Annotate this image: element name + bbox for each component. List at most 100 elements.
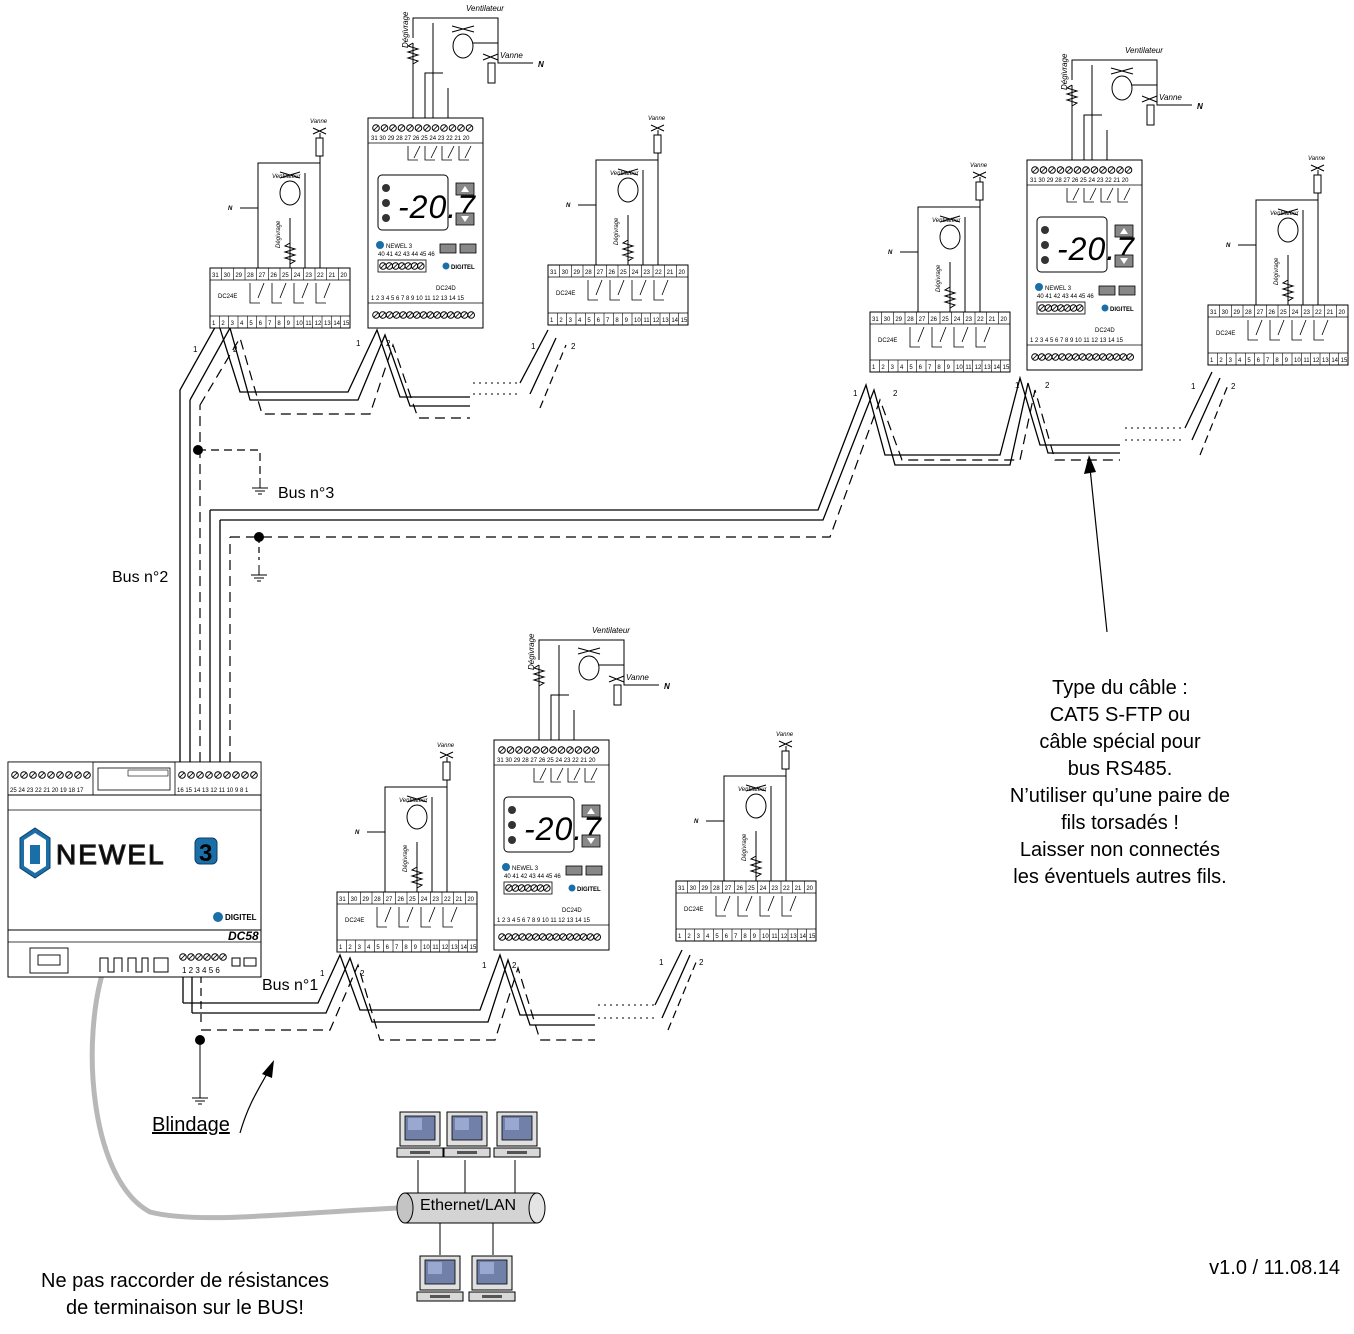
fan-label: Ventilateur	[592, 626, 630, 635]
terminal-label: 5	[1247, 358, 1251, 364]
terminal-label: 27	[725, 886, 732, 892]
computer-icon	[493, 1111, 541, 1158]
terminal-label: 29	[701, 886, 708, 892]
terminal-label: 30	[224, 273, 231, 279]
terminal-label: 27	[919, 317, 926, 323]
terminal-label: 3	[891, 365, 895, 371]
dc24d-mid-terminals: 40 41 42 43 44 45 46	[504, 874, 561, 880]
terminal-label: 5	[376, 945, 380, 951]
dc24d-model: DC24D	[562, 908, 582, 914]
terminal-label: 12	[1313, 358, 1320, 364]
fan-label: Ventilateur	[932, 218, 961, 224]
cable-note-line: câble spécial pour	[1039, 731, 1201, 753]
terminal-label: 8	[615, 318, 619, 324]
defrost-label: Dégivrage	[527, 633, 536, 670]
terminal-1-label: 1	[482, 961, 487, 970]
dc24d-logo: NEWEL 3	[512, 866, 539, 872]
terminal-label: 4	[367, 945, 371, 951]
terminal-label: 20	[678, 270, 685, 276]
valve-label: Vanne	[626, 673, 649, 682]
cable-note-line: fils torsadés !	[1061, 812, 1179, 834]
terminal-label: 10	[423, 945, 430, 951]
terminal-label: 12	[653, 318, 660, 324]
terminal-label: 7	[395, 945, 399, 951]
terminal-label: 4	[706, 934, 710, 940]
terminal-label: 22	[444, 897, 451, 903]
terminal-label: 22	[317, 273, 324, 279]
static-wiring	[89, 320, 1229, 1302]
terminal-label: 20	[467, 897, 474, 903]
terminal-label: 13	[662, 318, 669, 324]
terminal-label: 25	[748, 886, 755, 892]
terminal-label: 15	[681, 318, 688, 324]
valve-label: Vanne	[500, 51, 523, 60]
terminal-label: 29	[362, 897, 369, 903]
terminal-label: 15	[343, 321, 350, 327]
terminal-label: 5	[587, 318, 591, 324]
cable-note-line: bus RS485.	[1067, 758, 1173, 780]
terminal-label: 22	[655, 270, 662, 276]
terminal-label: 2	[559, 318, 563, 324]
terminal-label: 7	[268, 321, 272, 327]
terminal-label: 6	[597, 318, 601, 324]
dc24d-brand: DIGITEL	[451, 265, 475, 271]
terminal-label: 31	[678, 886, 685, 892]
master-logo: NEWEL	[56, 839, 166, 870]
master-logo-digit: 3	[199, 840, 212, 867]
dc24e-model: DC24E	[1216, 331, 1235, 337]
terminal-label: 4	[1238, 358, 1242, 364]
computer-icon	[416, 1255, 464, 1302]
neutral-label: N	[355, 830, 360, 836]
cable-note-line: les éventuels autres fils.	[1013, 866, 1227, 888]
dc24d-model: DC24D	[436, 286, 456, 292]
terminal-label: 2	[687, 934, 691, 940]
terminal-label: 3	[569, 318, 573, 324]
terminal-label: 22	[783, 886, 790, 892]
terminal-label: 31	[872, 317, 879, 323]
terminal-label: 30	[884, 317, 891, 323]
terminal-label: 26	[736, 886, 743, 892]
valve-label: Vanne	[437, 743, 455, 749]
terminal-label: 3	[697, 934, 701, 940]
terminal-label: 11	[305, 321, 312, 327]
terminal-label: 14	[671, 318, 678, 324]
terminal-label: 14	[460, 945, 467, 951]
terminal-2-label: 2	[699, 958, 704, 967]
terminal-label: 25	[942, 317, 949, 323]
terminal-label: 21	[329, 273, 336, 279]
terminal-label: 6	[386, 945, 390, 951]
terminal-label: 26	[397, 897, 404, 903]
terminal-label: 23	[771, 886, 778, 892]
terminal-label: 11	[432, 945, 439, 951]
terminal-label: 4	[240, 321, 244, 327]
fan-label: Ventilateur	[1125, 46, 1163, 55]
bus3-label: Bus n°3	[278, 485, 335, 502]
terminal-label: 20	[1338, 310, 1345, 316]
terminal-label: 14	[1331, 358, 1338, 364]
warning-line: de terminaison sur le BUS!	[66, 1297, 304, 1319]
terminal-label: 27	[259, 273, 266, 279]
terminal-label: 1	[339, 945, 343, 951]
terminal-label: 9	[287, 321, 291, 327]
terminal-label: 3	[231, 321, 235, 327]
terminal-label: 6	[725, 934, 729, 940]
terminal-label: 2	[1219, 358, 1223, 364]
terminal-label: 6	[919, 365, 923, 371]
terminal-label: 1	[678, 934, 682, 940]
dc58-master-controller: NEWEL 3 DIGITEL DC58 25 24 23 22 21 20 1…	[7, 761, 262, 978]
terminal-label: 26	[1268, 310, 1275, 316]
dc24d-top-terminals: 31 30 29 28 27 26 25 24 23 22 21 20	[497, 758, 596, 764]
neutral-label: N	[888, 250, 893, 256]
defrost-label: Dégivrage	[1060, 53, 1069, 90]
terminal-1-label: 1	[320, 969, 325, 978]
terminal-2-label: 2	[233, 345, 238, 354]
terminal-label: 13	[451, 945, 458, 951]
neutral-label: N	[694, 819, 699, 825]
terminal-label: 7	[734, 934, 738, 940]
terminal-label: 5	[249, 321, 253, 327]
fan-label: Ventilateur	[610, 171, 639, 177]
